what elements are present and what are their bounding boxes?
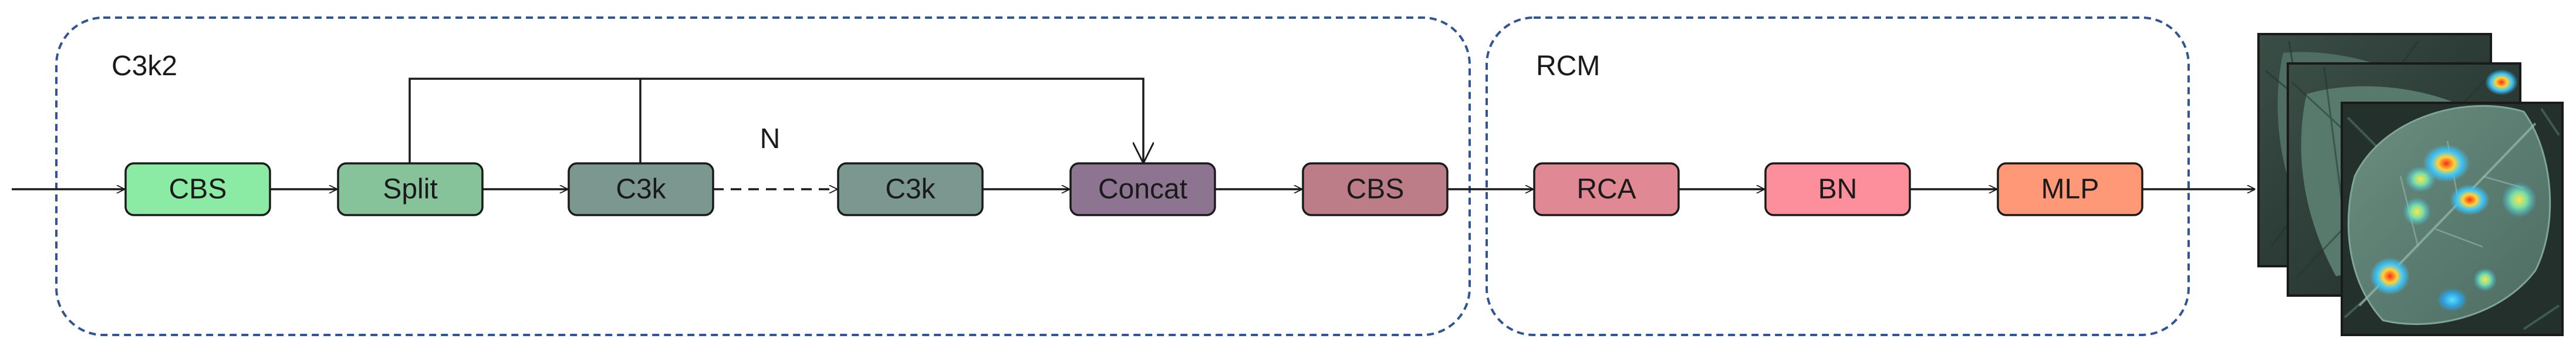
heat-spot: [2403, 197, 2431, 226]
node-bn: BN: [1764, 162, 1911, 216]
node-concat-label: Concat: [1098, 174, 1187, 205]
c3k2-region: C3k2: [55, 16, 1471, 336]
node-c3k-2: C3k: [837, 162, 984, 216]
node-concat: Concat: [1069, 162, 1216, 216]
node-c3k-2-label: C3k: [885, 174, 936, 205]
node-split: Split: [337, 162, 484, 216]
leaf-heatmap-stack-icon: [2257, 33, 2564, 336]
rcm-region: RCM: [1485, 16, 2190, 336]
heat-spot: [2370, 257, 2410, 295]
output-image-front: [2341, 102, 2564, 336]
node-c3k-1-label: C3k: [616, 174, 666, 205]
edge-split-skip: [408, 78, 1143, 163]
node-cbs-1-label: CBS: [169, 174, 227, 205]
heat-spot: [2450, 185, 2490, 215]
node-split-label: Split: [383, 174, 437, 205]
heat-spot: [2437, 288, 2467, 311]
node-mlp-label: MLP: [2041, 174, 2099, 205]
heat-spot: [2405, 166, 2436, 192]
heat-spot: [2501, 182, 2537, 217]
c3k2-region-label: C3k2: [112, 51, 177, 82]
node-rca-label: RCA: [1576, 174, 1636, 205]
heat-spot: [2423, 145, 2470, 182]
edges: N: [12, 78, 2255, 189]
node-cbs-1: CBS: [124, 162, 271, 216]
rcm-region-label: RCM: [1536, 51, 1600, 82]
node-cbs-2-label: CBS: [1346, 174, 1405, 205]
heat-spot: [2473, 268, 2497, 291]
node-cbs-2: CBS: [1302, 162, 1449, 216]
repeat-count-label: N: [760, 123, 781, 155]
node-bn-label: BN: [1818, 174, 1858, 205]
node-mlp: MLP: [1997, 162, 2143, 216]
node-rca: RCA: [1533, 162, 1680, 216]
node-c3k-1: C3k: [568, 162, 714, 216]
